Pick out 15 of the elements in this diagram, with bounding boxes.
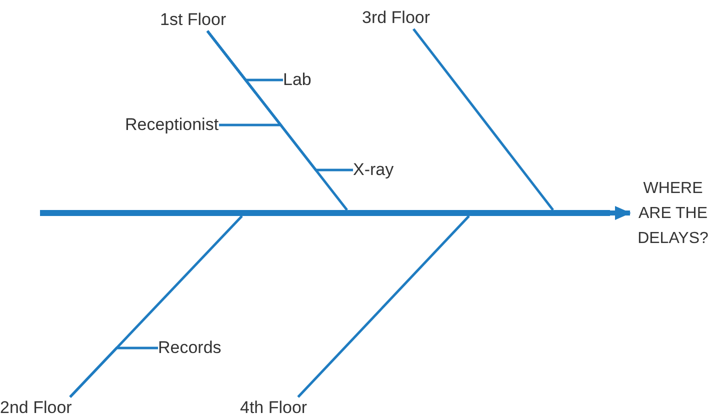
bone-line — [297, 215, 470, 398]
category-label: 1st Floor — [160, 9, 226, 31]
cause-label: Receptionist — [125, 114, 219, 136]
effect-label: WHERE ARE THE DELAYS? — [630, 176, 716, 251]
category-label: 4th Floor — [240, 397, 308, 419]
cause-label: X-ray — [353, 159, 394, 181]
spine-bar — [40, 210, 610, 216]
category-label: 2nd Floor — [0, 397, 72, 419]
branch-line — [69, 346, 158, 398]
category-label: 3rd Floor — [362, 7, 430, 29]
cause-label: Records — [158, 337, 222, 359]
arrow — [608, 206, 631, 220]
cause-label: Lab — [283, 69, 312, 91]
bone-line — [412, 28, 554, 211]
branch-line — [206, 30, 353, 172]
